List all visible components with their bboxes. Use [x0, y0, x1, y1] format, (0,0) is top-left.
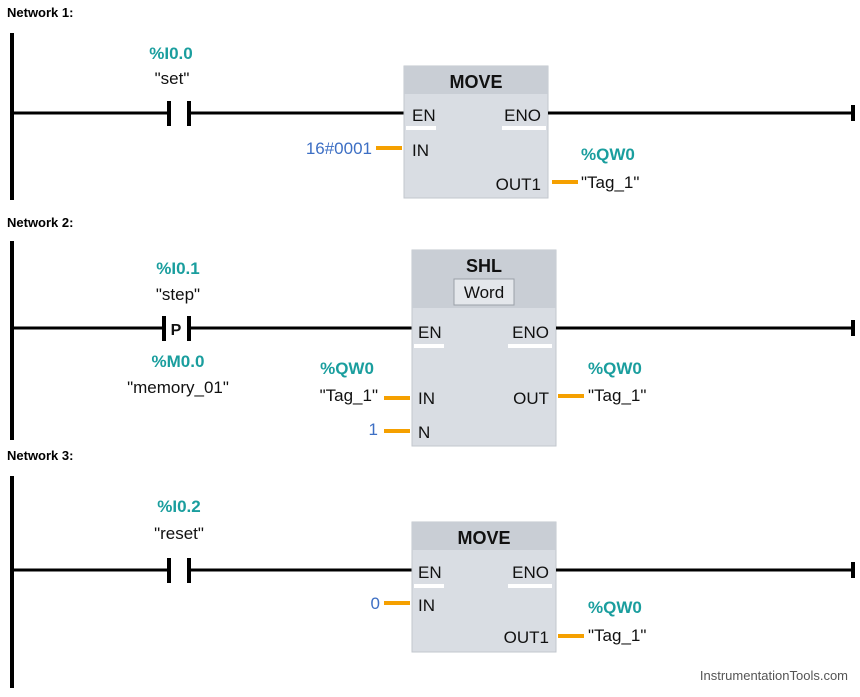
network-2-pin-out: OUT: [513, 389, 549, 408]
network-3-pin-eno: ENO: [512, 563, 549, 582]
network-3-move-block[interactable]: [411, 521, 557, 653]
network-2-pin-in: IN: [418, 389, 435, 408]
network-3-out-address: %QW0: [588, 598, 642, 617]
network-1-out-address: %QW0: [581, 145, 635, 164]
network-3-pin-in: IN: [418, 596, 435, 615]
network-2-out-symbol: "Tag_1": [588, 386, 646, 405]
network-1-contact-address: %I0.0: [149, 44, 192, 63]
network-2-edge-symbol: "memory_01": [127, 378, 229, 397]
network-1-pin-in: IN: [412, 141, 429, 160]
network-1-contact-symbol: "set": [155, 69, 190, 88]
network-2-pin-n: N: [418, 423, 430, 442]
network-1-pin-out1: OUT1: [496, 175, 541, 194]
network-2-n-value: 1: [369, 420, 378, 439]
network-1-pin-en: EN: [412, 106, 436, 125]
network-3-pin-out1: OUT1: [504, 628, 549, 647]
network-2-datatype: Word: [464, 283, 504, 302]
network-2-contact-symbol: "step": [156, 285, 200, 304]
watermark: InstrumentationTools.com: [700, 668, 848, 683]
network-1-pin-eno: ENO: [504, 106, 541, 125]
network-2-edge-p: P: [171, 322, 182, 339]
network-2-out-address: %QW0: [588, 359, 642, 378]
network-3-block-title: MOVE: [457, 528, 510, 548]
network-2-edge-address: %M0.0: [152, 352, 205, 371]
network-2-pin-eno: ENO: [512, 323, 549, 342]
network-2-label: Network 2:: [7, 215, 73, 230]
network-3-in-value: 0: [371, 594, 380, 613]
network-3-contact[interactable]: [167, 558, 191, 583]
network-1-in-value: 16#0001: [306, 139, 372, 158]
network-2-contact-address: %I0.1: [156, 259, 199, 278]
network-1-out-symbol: "Tag_1": [581, 173, 639, 192]
network-3-contact-symbol: "reset": [154, 524, 204, 543]
network-2-in-symbol: "Tag_1": [320, 386, 378, 405]
network-3-out-symbol: "Tag_1": [588, 626, 646, 645]
network-1-label: Network 1:: [7, 5, 73, 20]
network-2-pin-en: EN: [418, 323, 442, 342]
network-2-in-address: %QW0: [320, 359, 374, 378]
network-2: Network 2: P %I0.1 "step" %M0.0 "memory_…: [7, 215, 855, 447]
network-3: Network 3: %I0.2 "reset" MOVE EN ENO IN …: [7, 448, 855, 688]
network-1-block-title: MOVE: [449, 72, 502, 92]
network-1-contact[interactable]: [167, 101, 191, 126]
network-3-contact-address: %I0.2: [157, 497, 200, 516]
network-2-shl-block[interactable]: [411, 249, 557, 447]
network-1: Network 1: %I0.0 "set" MOVE EN ENO IN OU…: [7, 5, 855, 200]
network-3-pin-en: EN: [418, 563, 442, 582]
network-3-label: Network 3:: [7, 448, 73, 463]
network-1-move-block[interactable]: [403, 65, 549, 199]
network-2-block-title: SHL: [466, 256, 502, 276]
